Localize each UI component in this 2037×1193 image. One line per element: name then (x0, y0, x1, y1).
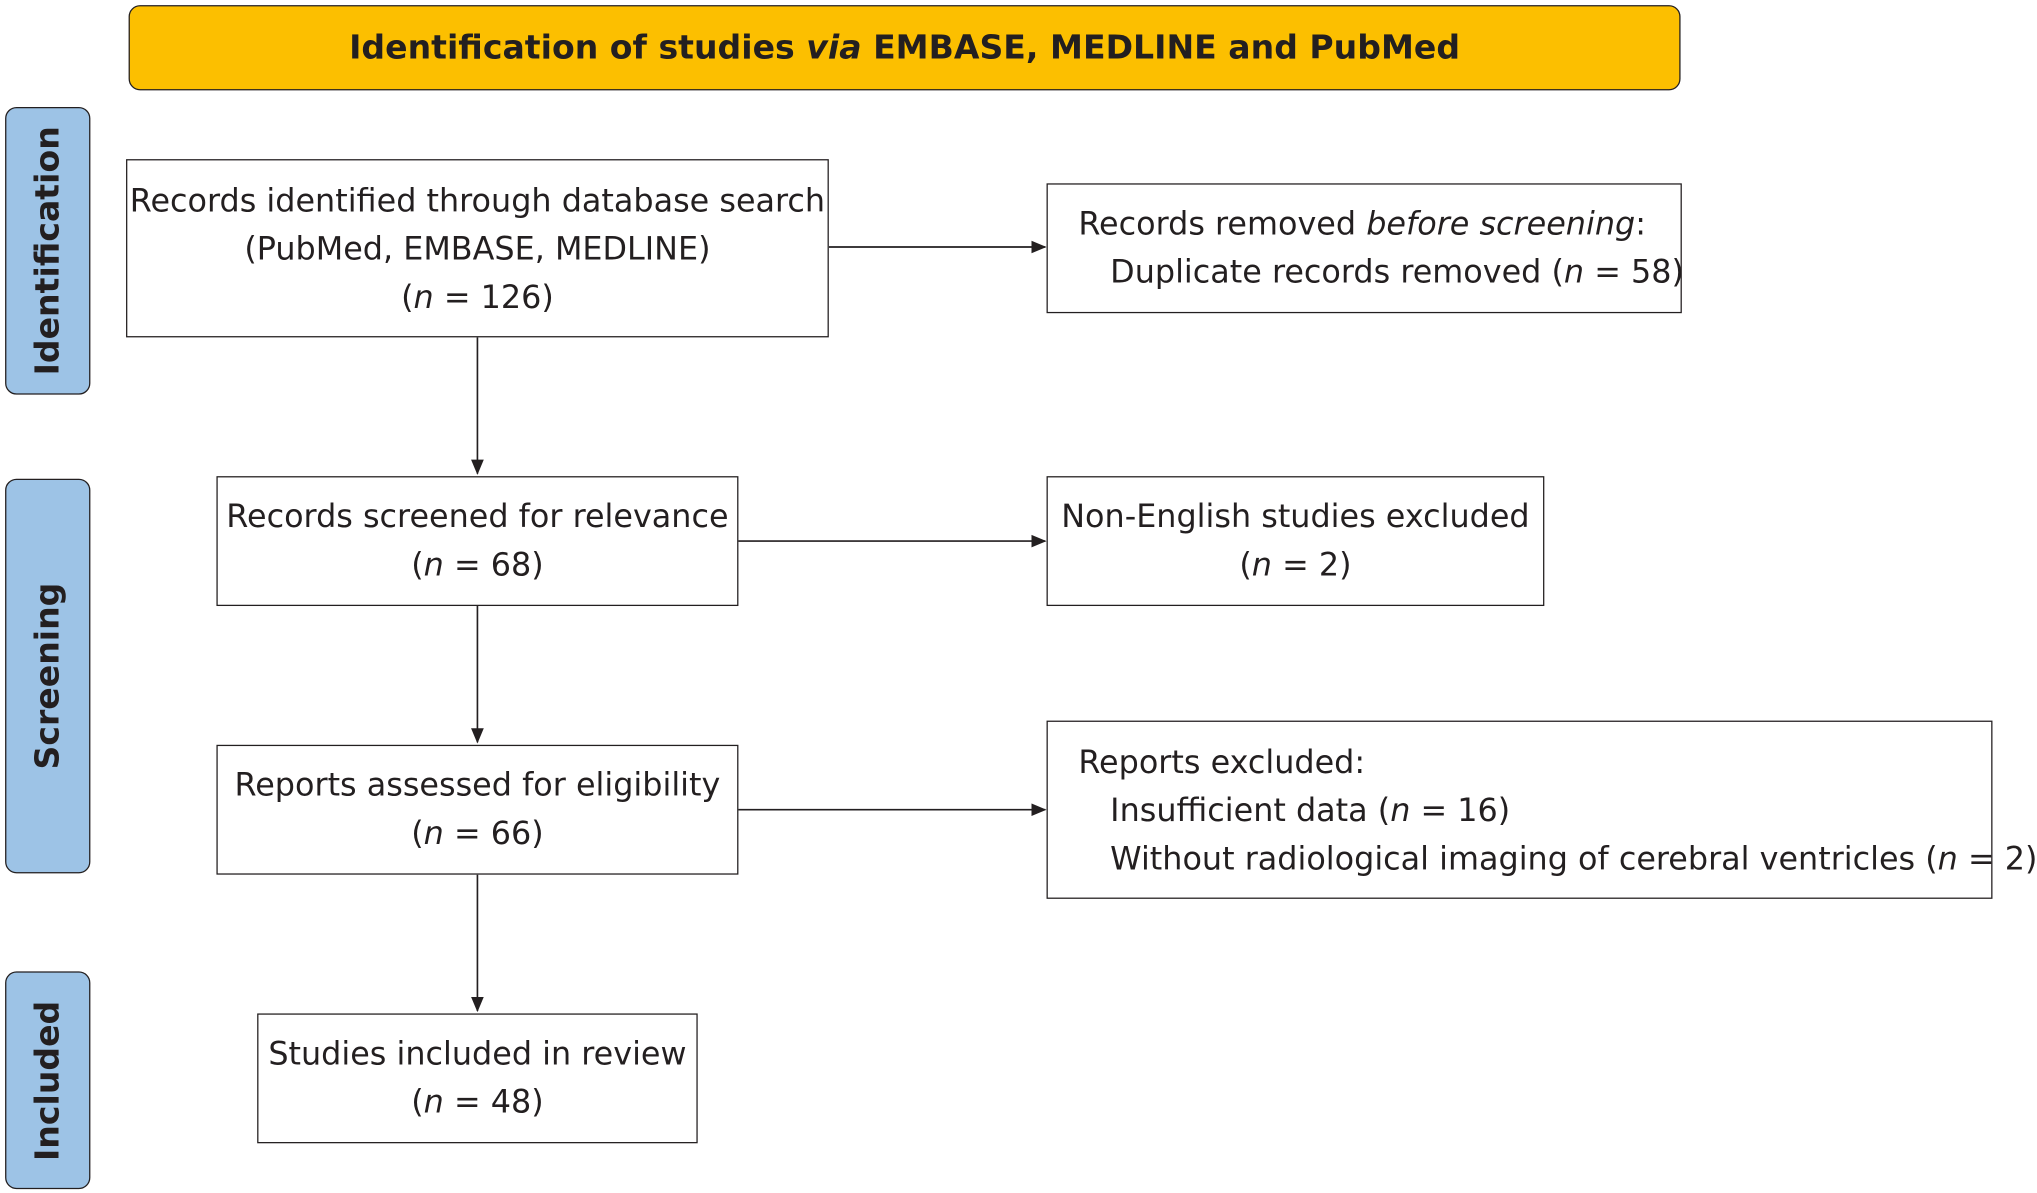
phase-identification: Identification (5, 106, 91, 395)
records-identified-line1: Records identified through database sear… (129, 182, 826, 219)
studies-included-line1: Studies included in review (268, 1035, 687, 1072)
non-english-count: (n = 2) (1239, 546, 1352, 584)
phase-included-label: Included (28, 1000, 67, 1161)
phase-identification-label: Identification (28, 126, 67, 376)
reports-assessed-count: (n = 66) (411, 814, 544, 852)
reports-assessed-box: Reports assessed for eligibility (n = 66… (216, 744, 739, 875)
reports-excluded-box: Reports excluded: Insufficient data (n =… (1046, 720, 2037, 899)
header-italic: via (806, 28, 862, 67)
without-imaging-excluded: Without radiological imaging of cerebral… (1110, 840, 2037, 878)
records-screened-line1: Records screened for relevance (226, 497, 729, 535)
records-screened-box: Records screened for relevance (n = 68) (216, 476, 739, 607)
reports-excluded-line1: Reports excluded: (1078, 743, 1366, 781)
connector-layer (471, 240, 1047, 1013)
records-identified-box: Records identified through database sear… (126, 159, 829, 338)
header-suffix: EMBASE, MEDLINE and PubMed (861, 28, 1461, 67)
records-identified-count: (n = 126) (401, 278, 554, 316)
records-identified-line2: (PubMed, EMBASE, MEDLINE) (244, 230, 711, 268)
duplicate-records-removed: Duplicate records removed (n = 58) (1110, 253, 1684, 291)
records-removed-line1: Records removed before screening: (1078, 204, 1646, 242)
records-screened-count: (n = 68) (411, 546, 544, 584)
non-english-excluded-box: Non-English studies excluded (n = 2) (1046, 476, 1545, 607)
reports-assessed-line1: Reports assessed for eligibility (234, 766, 721, 804)
phase-screening-label: Screening (28, 582, 67, 770)
phase-screening: Screening (5, 478, 91, 874)
studies-included-count: (n = 48) (411, 1083, 544, 1121)
flow-diagram: Identification of studies via EMBASE, ME… (5, 5, 2037, 1190)
non-english-line1: Non-English studies excluded (1061, 497, 1530, 535)
phase-included: Included (5, 971, 91, 1190)
studies-included-box: Studies included in review (n = 48) (257, 1013, 698, 1144)
diagram-header: Identification of studies via EMBASE, ME… (128, 5, 1681, 91)
records-removed-box: Records removed before screening: Duplic… (1046, 183, 1684, 314)
header-prefix: Identification of studies (349, 28, 807, 67)
insufficient-data-excluded: Insufficient data (n = 16) (1110, 791, 1511, 829)
